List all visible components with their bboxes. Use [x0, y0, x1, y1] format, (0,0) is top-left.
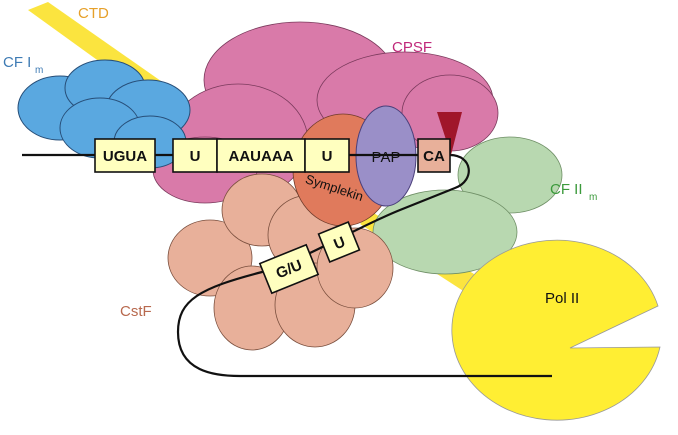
cpsf-label: CPSF — [392, 39, 432, 56]
cf1m-label-main: CF I — [3, 54, 31, 71]
ctd-label: CTD — [78, 5, 109, 22]
u2-label: U — [322, 148, 333, 165]
cf1m-label-sub: m — [35, 65, 43, 76]
cf1m-label: CF I m — [3, 54, 43, 76]
pol2-shape — [451, 239, 661, 421]
rna-strand — [22, 153, 552, 378]
pap-label: PAP — [372, 149, 401, 166]
ca-label: CA — [423, 148, 445, 165]
cf2m-complex — [372, 136, 563, 275]
pol2-label: Pol II — [545, 290, 579, 307]
cstf-label: CstF — [120, 303, 152, 320]
aauaaa-label: AAUAAA — [229, 148, 294, 165]
rna-element-ugua: UGUA — [94, 138, 156, 173]
rna-element-aauaaa: AAUAAA — [216, 138, 306, 173]
rna-element-u3: U — [317, 221, 361, 263]
cf2m-label: CF II m — [550, 181, 597, 203]
rna-element-u2: U — [304, 138, 350, 173]
rna-element-ca: CA — [417, 138, 451, 173]
u1-label: U — [190, 148, 201, 165]
rna-element-u1: U — [172, 138, 218, 173]
cf2m-label-sub: m — [589, 192, 597, 203]
cleavage-site-marker — [437, 112, 462, 155]
cf2m-label-main: CF II — [550, 181, 583, 198]
ugua-label: UGUA — [103, 148, 147, 165]
rna-element-gu: G/U — [258, 243, 320, 295]
